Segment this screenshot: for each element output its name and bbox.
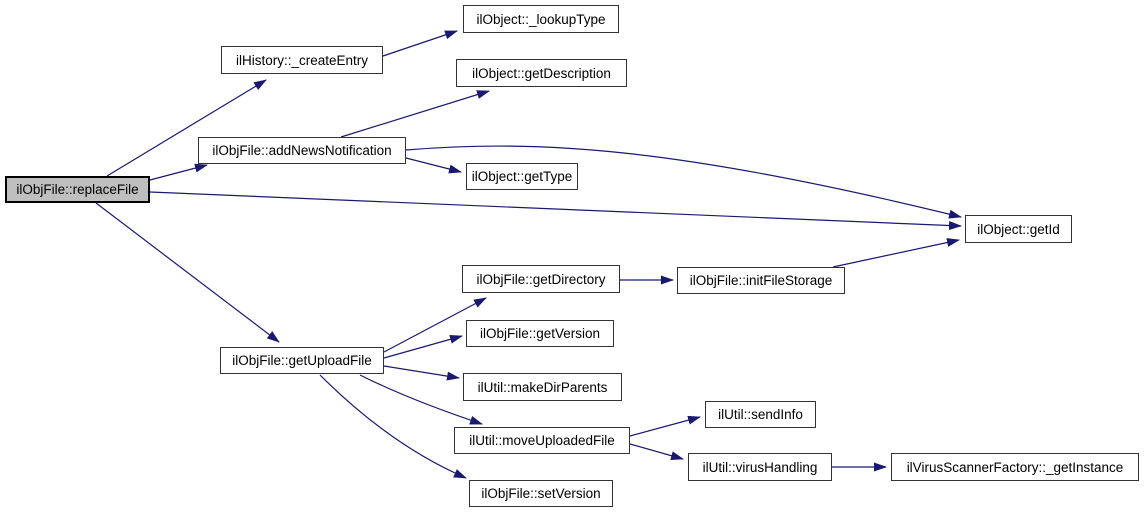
- node-ilutil-makedirparents[interactable]: ilUtil::makeDirParents: [463, 373, 622, 401]
- node-label: ilHistory::_createEntry: [235, 52, 369, 68]
- node-label: ilObjFile::getUploadFile: [232, 353, 372, 368]
- node-label: ilObject::getType: [471, 169, 573, 184]
- node-ilobject-getid[interactable]: ilObject::getId: [965, 215, 1072, 243]
- edge-replacefile-addnewsnotification: [149, 163, 208, 181]
- node-label: ilObjFile::addNewsNotification: [212, 143, 392, 158]
- node-ilobjfile-getversion[interactable]: ilObjFile::getVersion: [466, 320, 614, 347]
- edge-getuploadfile-makedirparents: [383, 365, 460, 381]
- edge-replacefile-getuploadfile: [95, 202, 280, 343]
- node-label: ilObject::getId: [977, 221, 1060, 237]
- node-ilobjfile-getdirectory[interactable]: ilObjFile::getDirectory: [462, 265, 620, 293]
- edge-addnewsnotification-getdescription: [340, 90, 490, 138]
- node-ilobject-lookuptype[interactable]: ilObject::_lookupType: [463, 5, 619, 33]
- node-ilobject-getdescription[interactable]: ilObject::getDescription: [456, 59, 627, 87]
- edge-moveuploadedfile-virushandling: [629, 443, 684, 461]
- node-label: ilObjFile::getVersion: [479, 326, 601, 341]
- edge-getuploadfile-getversion: [383, 334, 463, 359]
- node-ilutil-sendinfo[interactable]: ilUtil::sendInfo: [705, 401, 816, 428]
- node-ilvirusscannerfactory-getinstance[interactable]: ilVirusScannerFactory::_getInstance: [891, 453, 1139, 481]
- edge-createentry-lookuptype: [382, 30, 458, 57]
- node-label: ilObjFile::setVersion: [481, 486, 601, 501]
- node-ilutil-virushandling[interactable]: ilUtil::virusHandling: [688, 453, 832, 481]
- edge-replacefile-createentry: [106, 79, 267, 177]
- node-ilobjfile-replacefile[interactable]: ilObjFile::replaceFile: [5, 176, 150, 203]
- node-label: ilObjFile::replaceFile: [16, 182, 139, 197]
- node-label: ilUtil::virusHandling: [702, 459, 818, 475]
- edge-addnewsnotification-getid: [405, 145, 962, 219]
- node-label: ilObject::getDescription: [472, 65, 611, 81]
- edge-getuploadfile-moveuploadedfile: [359, 374, 483, 425]
- node-ilhistory-createentry[interactable]: ilHistory::_createEntry: [221, 46, 383, 74]
- edge-moveuploadedfile-sendinfo: [629, 415, 701, 437]
- edge-addnewsnotification-gettype: [405, 157, 462, 174]
- edge-initfilestorage-getid: [832, 238, 960, 268]
- node-label: ilObjFile::getDirectory: [476, 271, 606, 287]
- node-ilutil-moveuploadedfile[interactable]: ilUtil::moveUploadedFile: [454, 427, 630, 454]
- node-ilobjfile-setversion[interactable]: ilObjFile::setVersion: [469, 480, 613, 507]
- node-label: ilUtil::makeDirParents: [477, 379, 608, 395]
- node-ilobjfile-getuploadfile[interactable]: ilObjFile::getUploadFile: [220, 347, 384, 374]
- node-ilobjfile-addnewsnotification[interactable]: ilObjFile::addNewsNotification: [198, 137, 406, 164]
- node-label: ilObject::_lookupType: [476, 11, 606, 27]
- edge-getuploadfile-setversion: [319, 374, 467, 479]
- node-ilobject-gettype[interactable]: ilObject::getType: [466, 163, 578, 190]
- node-label: ilUtil::moveUploadedFile: [469, 433, 615, 448]
- node-label: ilObjFile::initFileStorage: [689, 273, 833, 288]
- node-label: ilUtil::sendInfo: [718, 407, 803, 422]
- edge-replacefile-getid: [149, 191, 962, 230]
- edge-getuploadfile-getdirectory: [383, 297, 487, 353]
- node-label: ilVirusScannerFactory::_getInstance: [906, 459, 1124, 475]
- node-ilobjfile-initfilestorage[interactable]: ilObjFile::initFileStorage: [677, 267, 845, 294]
